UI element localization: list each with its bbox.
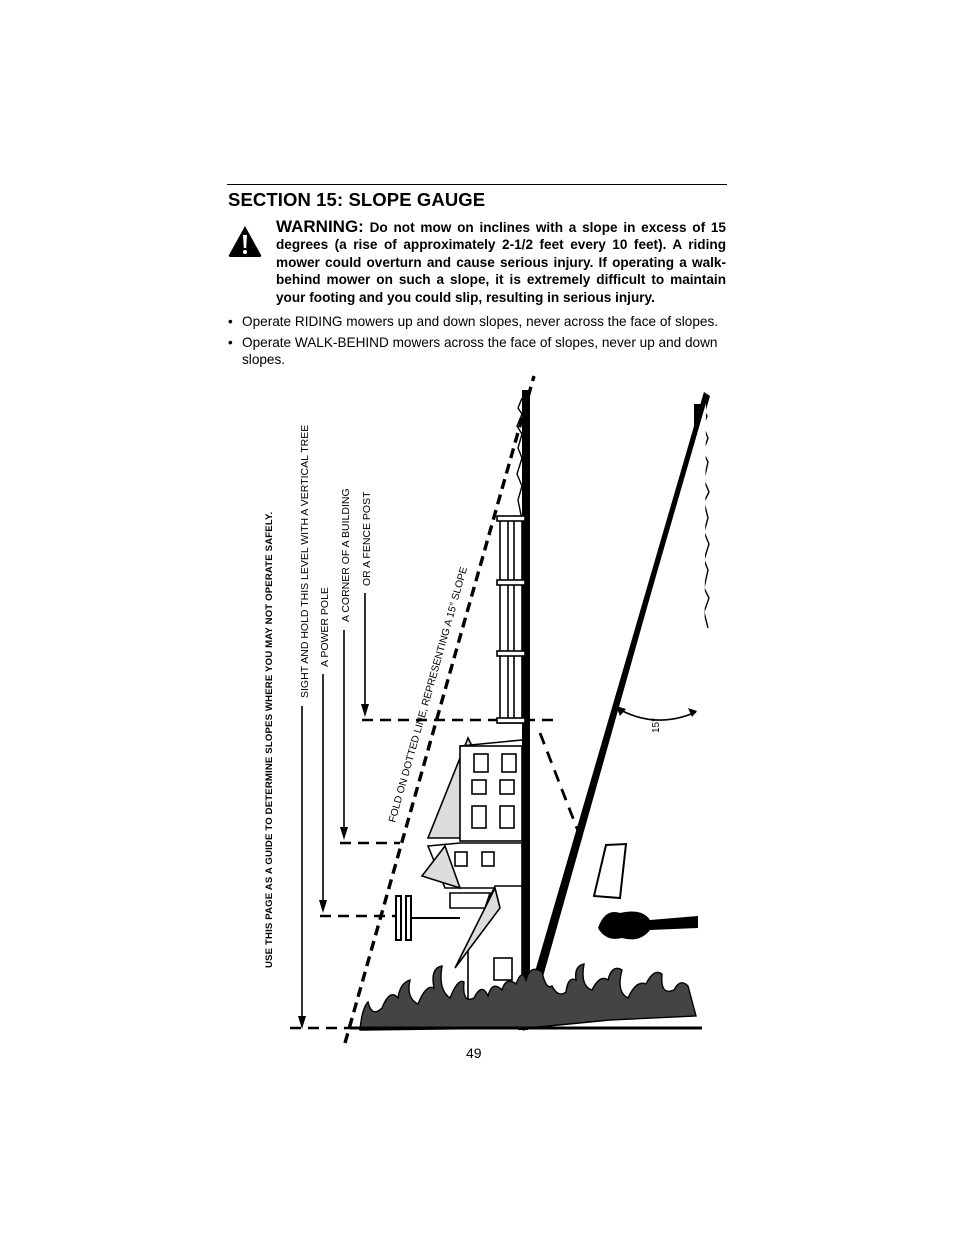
list-item: •Operate WALK-BEHIND mowers across the f… [228,335,718,367]
warning-lead: WARNING: [276,217,364,236]
grass [359,963,697,1031]
list-item: •Operate RIDING mowers up and down slope… [228,314,719,329]
fence-post-label: OR A FENCE POST [361,491,373,586]
angle-arc [616,707,697,721]
hill-sign [592,842,628,900]
angle-label: 15° [651,718,662,733]
tree-bark-right [701,407,710,629]
bullet-text: Operate WALK-BEHIND mowers across the fa… [242,335,718,367]
angle-arrow-left [616,706,626,716]
section-title: SECTION 15: SLOPE GAUGE [228,189,486,210]
angle-arrow-right [688,708,697,717]
building-arrow [340,630,348,840]
warning-block: WARNING: Do not mow on inclines with a s… [276,218,726,306]
warning-text: Do not mow on inclines with a slope in e… [276,220,726,305]
guide-text: USE THIS PAGE AS A GUIDE TO DETERMINE SL… [264,512,275,968]
slope-gauge-figure: USE THIS PAGE AS A GUIDE TO DETERMINE SL… [264,375,710,1044]
bullet-text: Operate RIDING mowers up and down slopes… [242,314,719,329]
tv-antenna [395,895,460,941]
bullet-list: •Operate RIDING mowers up and down slope… [228,313,726,372]
sight-arrow [298,706,306,1029]
fence [496,515,526,724]
house [420,736,523,1009]
power-pole-arrow [319,674,327,913]
hill-edge [519,393,709,1031]
hill-figure [598,911,698,940]
warning-triangle-icon [228,226,262,257]
fence-post-arrow [361,593,369,717]
building-corner-label: A CORNER OF A BUILDING [340,488,352,622]
sight-text: SIGHT AND HOLD THIS LEVEL WITH A VERTICA… [299,425,311,698]
tree-trunk-left [522,390,530,1030]
power-pole-label: A POWER POLE [319,587,331,667]
page-number: 49 [466,1045,482,1061]
fold-line [343,375,536,1044]
section-rule [227,184,727,185]
